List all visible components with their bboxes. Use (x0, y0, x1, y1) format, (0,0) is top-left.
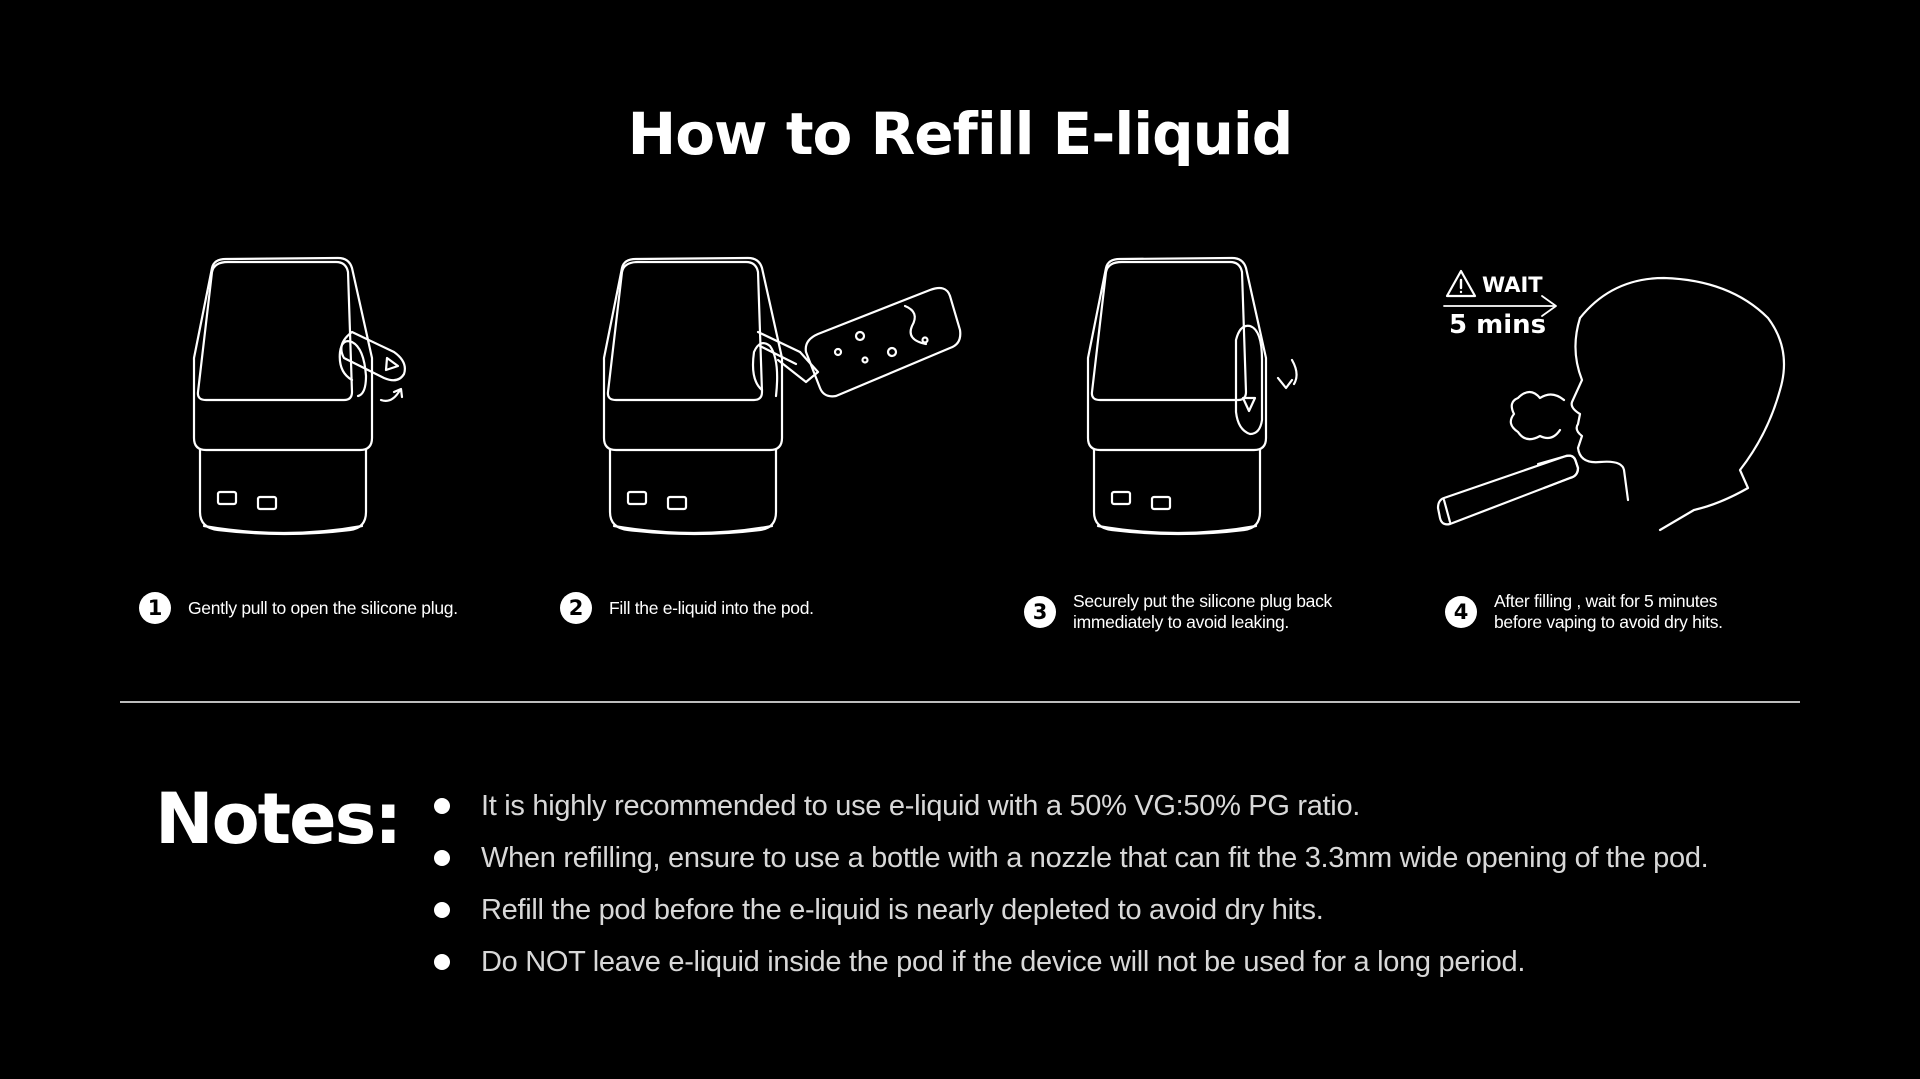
step-4: 4 After filling , wait for 5 minutes bef… (1445, 591, 1764, 633)
step-illustrations (192, 256, 1786, 536)
note-text: Do NOT leave e-liquid inside the pod if … (481, 946, 1526, 978)
section-divider (120, 701, 1800, 703)
warning-triangle-icon (1445, 269, 1477, 298)
notes-list: It is highly recommended to use e-liquid… (430, 780, 1709, 988)
notes-heading: Notes: (155, 778, 402, 860)
step-caption: After filling , wait for 5 minutes befor… (1494, 591, 1723, 632)
note-item: When refilling, ensure to use a bottle w… (430, 832, 1709, 884)
bullet-icon (434, 954, 450, 970)
step-number-badge: 1 (139, 592, 171, 624)
wait-badge (1443, 269, 1557, 317)
step-caption: Securely put the silicone plug back imme… (1073, 591, 1332, 632)
wait-duration: 5 mins (1449, 310, 1547, 340)
pod-close-plug-illustration (1086, 256, 1298, 536)
note-text: Refill the pod before the e-liquid is ne… (481, 894, 1324, 926)
wait-label: WAIT (1482, 273, 1543, 297)
step-number-badge: 2 (560, 592, 592, 624)
step-caption: Gently pull to open the silicone plug. (188, 597, 458, 618)
note-text: It is highly recommended to use e-liquid… (481, 790, 1361, 822)
note-item: Do NOT leave e-liquid inside the pod if … (430, 936, 1708, 988)
step-number-badge: 4 (1445, 596, 1477, 628)
bullet-icon (434, 798, 450, 814)
step-2: 2 Fill the e-liquid into the pod. (560, 592, 869, 624)
pod-open-plug-illustration (192, 256, 406, 536)
note-text: When refilling, ensure to use a bottle w… (481, 842, 1709, 874)
bullet-icon (434, 902, 450, 918)
person-vaping-illustration (1436, 276, 1786, 532)
note-item: Refill the pod before the e-liquid is ne… (430, 884, 1708, 936)
page-title: How to Refill E-liquid (627, 100, 1294, 168)
bullet-icon (434, 850, 450, 866)
pod-fill-bottle-illustration (602, 256, 962, 536)
step-3: 3 Securely put the silicone plug back im… (1024, 591, 1343, 633)
note-item: It is highly recommended to use e-liquid… (430, 780, 1708, 832)
step-caption: Fill the e-liquid into the pod. (609, 597, 814, 618)
step-number-badge: 3 (1024, 596, 1056, 628)
step-1: 1 Gently pull to open the silicone plug. (139, 592, 488, 624)
